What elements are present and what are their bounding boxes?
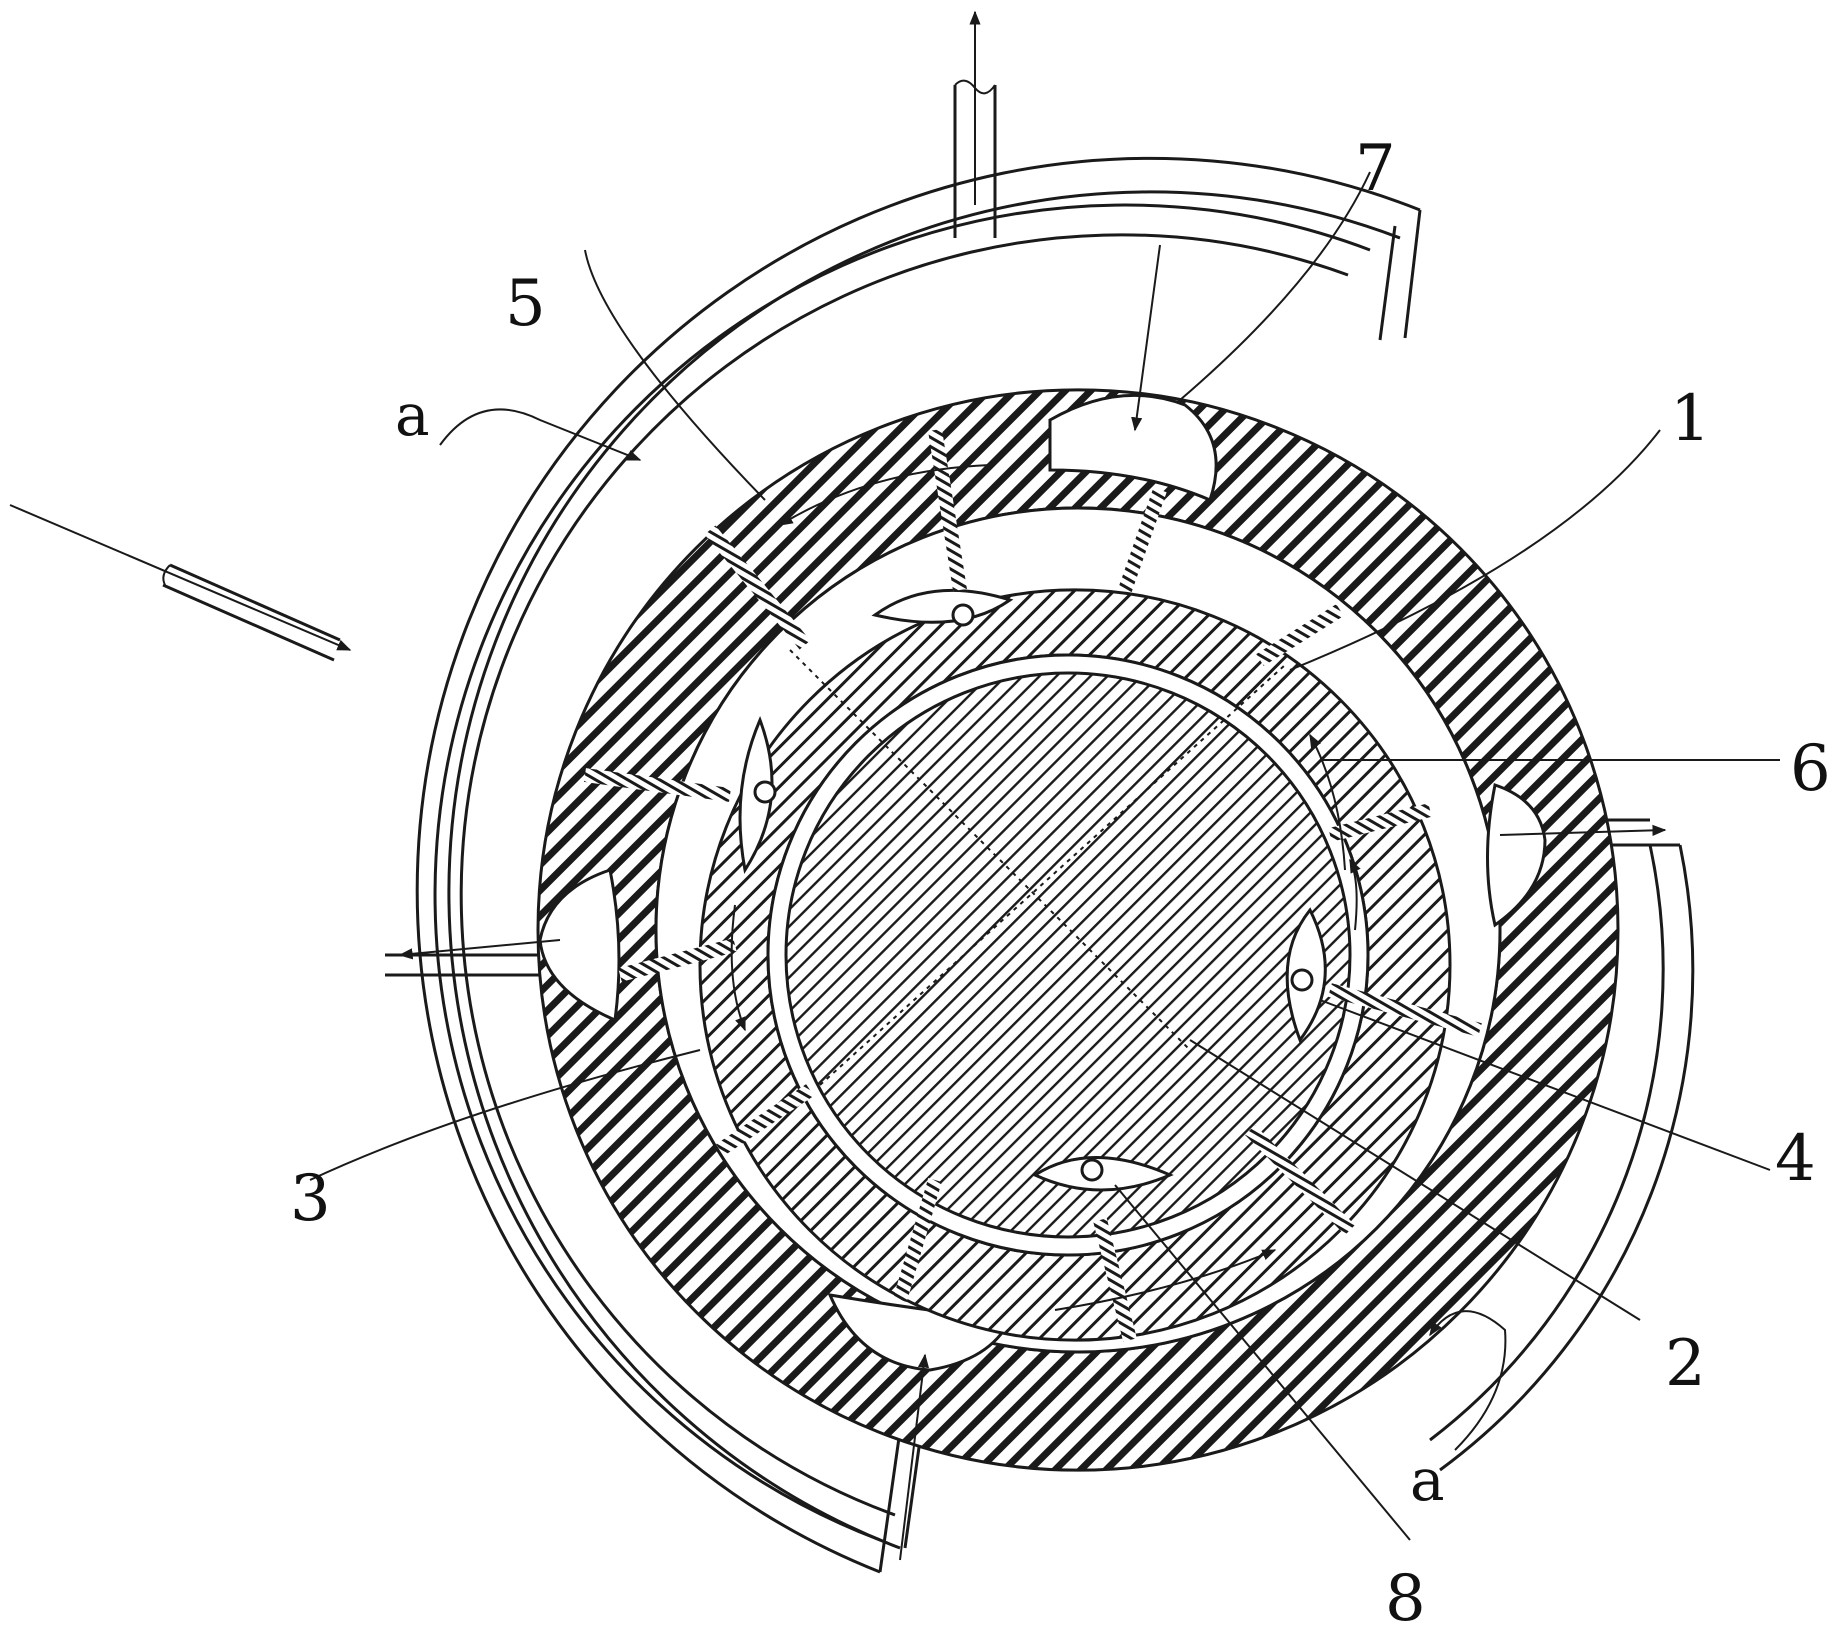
- label-8: 8: [1385, 1562, 1426, 1635]
- label-2: 2: [1665, 1327, 1706, 1401]
- rotor-pockets: [738, 588, 1327, 1192]
- label-4: 4: [1775, 1122, 1816, 1196]
- center-lines: [789, 649, 1286, 1086]
- label-1: 1: [1670, 382, 1711, 456]
- rotor-core: [784, 671, 1352, 1239]
- leader-lines: [309, 171, 1780, 1541]
- label-6: 6: [1790, 732, 1831, 806]
- label-5: 5: [505, 267, 546, 341]
- label-3: 3: [290, 1162, 331, 1236]
- label-7: 7: [1355, 132, 1396, 206]
- label-a-top: a: [395, 381, 430, 449]
- outer-cooling-pipe: [162, 79, 1695, 1574]
- cooling-ribs: [584, 428, 1482, 1342]
- label-a-bottom: a: [1410, 1446, 1445, 1514]
- flow-arrows: [9, 10, 1667, 1561]
- stator-coolant-pockets: [538, 393, 1547, 1372]
